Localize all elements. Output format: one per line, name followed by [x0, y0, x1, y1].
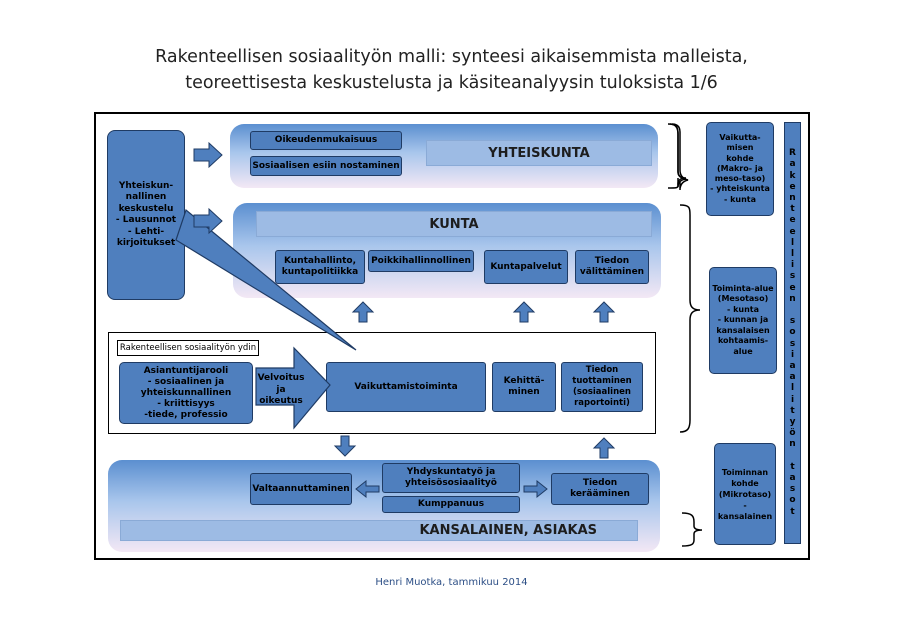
levels-vertical-char: s: [789, 338, 796, 349]
arrow-to-society: [193, 141, 223, 169]
levels-vertical-char: i: [790, 349, 795, 360]
citizen-label: KANSALAINEN, ASIAKAS: [120, 520, 638, 541]
levels-vertical-char: n: [789, 192, 796, 203]
municipality-item-info-transfer: Tiedon välittäminen: [575, 250, 649, 284]
levels-vertical-char: l: [790, 248, 795, 259]
levels-vertical-char: t: [790, 461, 795, 472]
arrow-up-1: [351, 301, 375, 323]
levels-vertical-char: s: [789, 484, 796, 495]
diagram-title: Rakenteellisen sosiaalityön malli: synte…: [0, 44, 903, 96]
micro-level-box: Toiminnan kohde (Mikrotaso) - kansalaine…: [714, 443, 776, 545]
levels-vertical-char: o: [789, 327, 796, 338]
municipality-label: KUNTA: [256, 211, 652, 237]
brace-middle: [679, 204, 701, 433]
societal-discussion-box: Yhteiskun- nallinen keskustelu - Lausunn…: [107, 130, 185, 300]
levels-vertical-char: e: [789, 282, 796, 293]
influence-activity-box: Vaikuttamistoiminta: [326, 362, 486, 412]
levels-vertical-char: l: [790, 383, 795, 394]
empowerment-box: Valtaannuttaminen: [250, 473, 352, 505]
core-label: Rakenteellisen sosiaalityön ydin: [117, 340, 259, 356]
levels-vertical-char: s: [789, 316, 796, 327]
levels-vertical-char: e: [789, 226, 796, 237]
levels-vertical-char: ö: [789, 428, 796, 439]
partnership-box: Kumppanuus: [382, 496, 520, 513]
levels-vertical-char: n: [789, 439, 796, 450]
municipality-item-cross-administrative: Poikkihallinnollinen: [368, 250, 474, 272]
speech-bubble-tail: [175, 208, 357, 351]
knowledge-production-box: Tiedon tuottaminen (sosiaalinen raportoi…: [561, 362, 643, 412]
development-box: Kehittä- minen: [492, 362, 556, 412]
municipality-item-administration: Kuntahallinto, kuntapolitiikka: [275, 250, 365, 284]
arrow-up-3: [592, 301, 616, 323]
brace-upper: [667, 123, 687, 189]
levels-vertical-char: a: [789, 361, 796, 371]
arrow-up-2: [512, 301, 536, 323]
society-item-justice: Oikeudenmukaisuus: [250, 131, 402, 150]
community-work-box: Yhdyskuntatyö ja yhteisösosiaalityö: [382, 463, 520, 493]
arrow-up-citizen: [592, 437, 616, 459]
arrow-right-collection: [523, 479, 548, 499]
macro-level-box: Vaikutta- misen kohde (Makro- ja meso-ta…: [706, 122, 774, 216]
info-collection-box: Tiedon kerääminen: [551, 473, 649, 505]
brace-society: [671, 123, 689, 191]
arrow-to-municipality: [193, 207, 223, 235]
levels-vertical-char: a: [789, 473, 796, 484]
levels-vertical-char: t: [790, 204, 795, 215]
arrow-down-core: [333, 435, 357, 457]
levels-vertical-char: l: [790, 237, 795, 248]
levels-vertical-char: o: [789, 495, 796, 506]
levels-vertical-char: y: [789, 417, 796, 428]
levels-vertical-char: R: [789, 148, 796, 159]
obligation-arrow: [255, 346, 331, 430]
levels-vertical-char: t: [790, 405, 795, 416]
levels-vertical-char: t: [790, 506, 795, 517]
society-item-raising-social: Sosiaalisen esiin nostaminen: [250, 156, 402, 176]
levels-vertical-char: i: [790, 260, 795, 271]
expert-role-box: Asiantuntijarooli - sosiaalinen ja yhtei…: [119, 362, 253, 424]
title-line-2: teoreettisesta keskustelusta ja käsitean…: [185, 73, 718, 93]
title-line-1: Rakenteellisen sosiaalityön malli: synte…: [155, 47, 748, 67]
levels-vertical-char: i: [790, 394, 795, 405]
levels-vertical-char: e: [789, 181, 796, 192]
obligation-label: Velvoitus: [258, 373, 305, 383]
obligation-label-2: ja: [275, 385, 285, 395]
brace-lower: [681, 512, 703, 547]
levels-vertical-char: a: [789, 159, 796, 170]
obligation-label-3: oikeutus: [259, 396, 303, 406]
levels-vertical-char: k: [789, 170, 796, 181]
levels-vertical-char: a: [789, 372, 796, 383]
levels-vertical-char: n: [789, 293, 796, 304]
footer-author: Henri Muotka, tammikuu 2014: [375, 577, 528, 588]
society-label: YHTEISKUNTA: [426, 140, 652, 166]
municipality-item-services: Kuntapalvelut: [484, 250, 568, 284]
levels-vertical-char: s: [789, 271, 796, 282]
meso-level-box: Toiminta-alue (Mesotaso) - kunta - kunna…: [709, 267, 777, 374]
diagram-frame: [94, 112, 810, 560]
levels-vertical-char: e: [789, 215, 796, 226]
arrow-left-empowerment: [355, 479, 380, 499]
